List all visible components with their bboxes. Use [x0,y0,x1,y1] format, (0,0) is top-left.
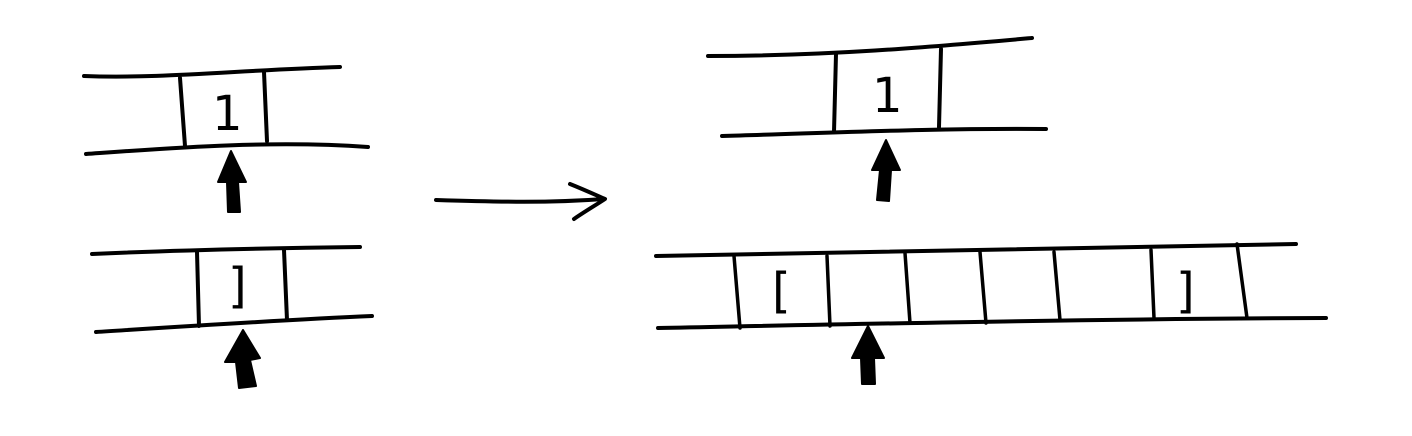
cell-divider [262,70,269,143]
after-state: 1 [ ] [654,36,1328,385]
after-bottom-tape: [ ] [654,242,1328,330]
after-top-cell-symbol: 1 [872,68,903,124]
tape-top-edge [82,65,342,79]
cell-divider [978,250,988,325]
up-arrow-icon [851,325,885,385]
head-pointer-up-arrow-icon [851,325,885,385]
right-arrow-icon [434,182,607,221]
cell-divider [178,76,187,148]
tape-bottom-edge [94,314,374,334]
before-top-tape: 1 [82,65,370,156]
up-arrow-icon [217,150,247,213]
cell-divider [903,251,912,325]
cell-divider [195,250,201,328]
head-pointer-up-arrow-icon [217,150,247,213]
before-top-cell-symbol: 1 [212,86,243,142]
tape-bottom-edge [720,126,1048,138]
up-arrow-icon [224,329,261,389]
after-bottom-cell-symbol: [ [772,263,791,319]
before-bottom-cell-symbol: ] [228,258,247,314]
cell-divider [832,52,838,134]
tape-top-edge [706,36,1034,58]
up-arrow-icon [871,139,901,202]
after-bottom-cell-symbol: ] [1176,263,1195,319]
cell-divider [937,47,943,129]
cell-divider [282,248,289,322]
cell-divider [732,254,742,330]
tape-bottom-edge [656,316,1328,330]
cell-divider [1149,248,1156,320]
head-pointer-up-arrow-icon [224,329,261,389]
tape-bottom-edge [84,142,370,156]
tape-top-edge [90,245,362,256]
cell-divider [1235,242,1249,320]
head-pointer-up-arrow-icon [871,139,901,202]
before-bottom-tape: ] [90,245,374,334]
tape-top-edge [654,242,1298,258]
after-top-tape: 1 [706,36,1048,138]
cell-divider [825,254,832,328]
cell-divider [1052,250,1062,322]
before-state: 1 ] [82,65,374,389]
